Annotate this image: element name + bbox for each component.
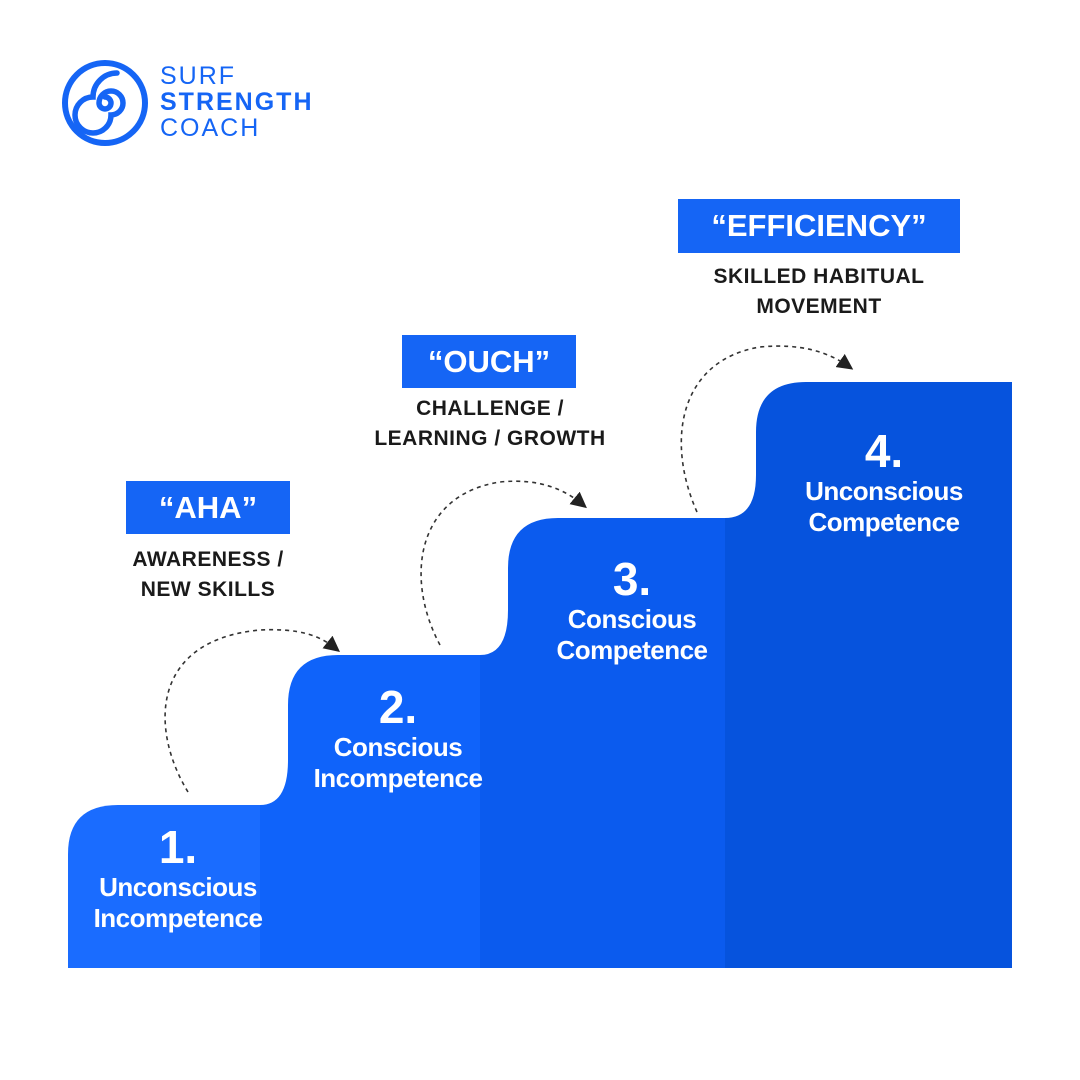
stage-4-block: [725, 382, 1012, 968]
stage-4-title-line-2: Competence: [808, 507, 960, 537]
stage-1-title-line-1: Unconscious: [99, 872, 257, 902]
stage-2-title-line-1: Conscious: [333, 732, 463, 762]
transition-2-caption: CHALLENGE / LEARNING / GROWTH: [340, 394, 640, 454]
stage-4-number: 4.: [864, 425, 904, 477]
brand-line-2: STRENGTH: [160, 88, 314, 116]
stage-4-title-line-1: Unconscious: [805, 476, 963, 506]
stage-2-label: 2. Conscious Incompetence: [288, 682, 508, 794]
transition-1-caption-line-1: AWARENESS /: [132, 548, 284, 571]
stage-3-label: 3. Conscious Competence: [508, 554, 756, 666]
transition-arrow-3: [680, 345, 854, 513]
transition-1-caption: AWARENESS / NEW SKILLS: [98, 545, 318, 605]
brand-logo: SURF STRENGTH COACH: [62, 60, 362, 150]
transition-3-tag: “EFFICIENCY”: [678, 199, 960, 253]
stage-3-title-line-1: Conscious: [567, 604, 697, 634]
transition-2-caption-line-2: LEARNING / GROWTH: [374, 427, 606, 450]
transition-2-caption-line-1: CHALLENGE /: [416, 397, 564, 420]
transition-3-caption-line-2: MOVEMENT: [756, 295, 882, 318]
transition-2-tag: “OUCH”: [402, 335, 576, 388]
brand-line-3: COACH: [160, 114, 261, 142]
brand-line-1: SURF: [160, 62, 237, 90]
stage-3-title-line-2: Competence: [556, 635, 708, 665]
transition-arrow-1: [164, 628, 340, 793]
transition-3-caption-line-1: SKILLED HABITUAL: [713, 265, 925, 288]
stage-1-number: 1.: [158, 821, 198, 873]
stage-2-block: [260, 655, 508, 968]
transition-1-tag: “AHA”: [126, 481, 290, 534]
transition-3-caption: SKILLED HABITUAL MOVEMENT: [679, 262, 959, 322]
transition-arrow-2: [420, 480, 587, 646]
stage-3-number: 3.: [612, 553, 652, 605]
transition-1-caption-line-2: NEW SKILLS: [140, 578, 276, 601]
spiral-logo-icon: [62, 60, 148, 146]
stage-1-title-line-2: Incompetence: [93, 903, 263, 933]
stage-2-title-line-2: Incompetence: [313, 763, 483, 793]
stage-2-number: 2.: [378, 681, 418, 733]
stage-3-block: [480, 518, 756, 968]
stage-1-label: 1. Unconscious Incompetence: [68, 822, 288, 934]
stage-4-label: 4. Unconscious Competence: [756, 426, 1012, 538]
stage-1-block: [68, 805, 288, 968]
brand-wordmark: SURF STRENGTH COACH: [160, 64, 314, 142]
